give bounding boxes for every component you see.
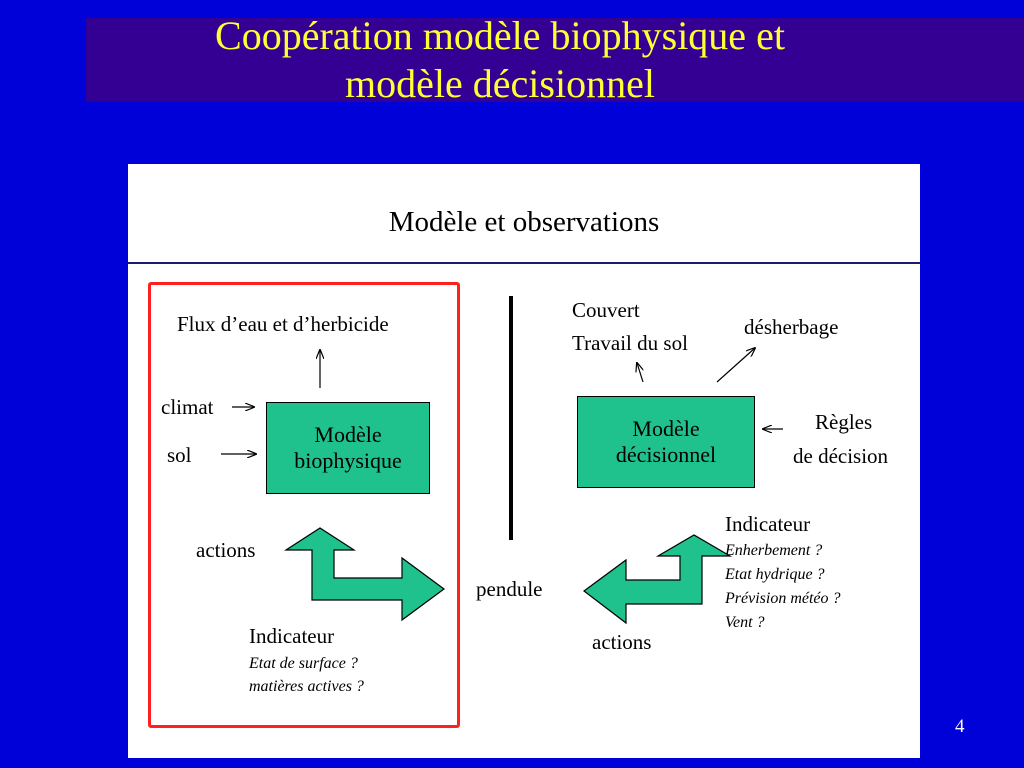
pendule-label: pendule [476,577,543,601]
right-feedback-arrow-icon [582,534,733,625]
right-indicator-item: Etat hydrique ? [725,566,825,583]
decision-rules-line1: Règles [815,410,873,434]
decision-model-box: Modèle décisionnel [577,396,755,488]
output-desherbage-label: désherbage [744,315,839,339]
biophysical-frame [148,282,460,728]
panel-title: Modèle et observations [388,206,660,238]
right-indicator-item: Vent ? [725,614,765,631]
slide-title: Coopération modèle biophysique et modèle… [60,12,940,108]
left-indicator-item: Etat de surface ? [249,655,358,672]
left-indicator-title: Indicateur [249,624,335,648]
desherbage-arrow [716,348,755,383]
diagram-panel: Modèle et observations Flux d’eau et d’h… [128,164,920,758]
input-sol-label: sol [167,443,192,467]
diagram-arrows [221,164,783,625]
output-water-herbicide-label: Flux d’eau et d’herbicide [177,312,389,336]
output-couvert-label: Couvert [572,298,640,322]
biophysical-model-box: Modèle biophysique [266,402,430,494]
decision-model-line1: Modèle [632,416,700,441]
right-actions-label: actions [592,630,652,654]
right-indicator-title: Indicateur [725,512,811,536]
panel-divider-rule [128,262,920,264]
title-band [86,18,1024,102]
center-divider [509,296,513,540]
left-feedback-arrow-icon [283,527,446,622]
right-indicator-item: Enherbement ? [725,542,823,559]
decision-model-line2: décisionnel [615,442,717,467]
left-actions-label: actions [196,538,256,562]
slide-title-line1: Coopération modèle biophysique et [215,13,785,58]
slide-title-line2: modèle décisionnel [345,61,655,106]
biophysical-model-line2: biophysique [294,448,402,473]
right-indicator-item: Prévision météo ? [725,590,841,607]
input-climat-label: climat [161,395,214,419]
page-number: 4 [955,716,965,737]
biophysical-model-line1: Modèle [314,422,382,447]
decision-rules-line2: de décision [793,444,889,468]
couvert-arrow [637,363,644,383]
output-travail-sol-label: Travail du sol [572,331,688,355]
left-indicator-item: matières actives ? [249,678,364,695]
